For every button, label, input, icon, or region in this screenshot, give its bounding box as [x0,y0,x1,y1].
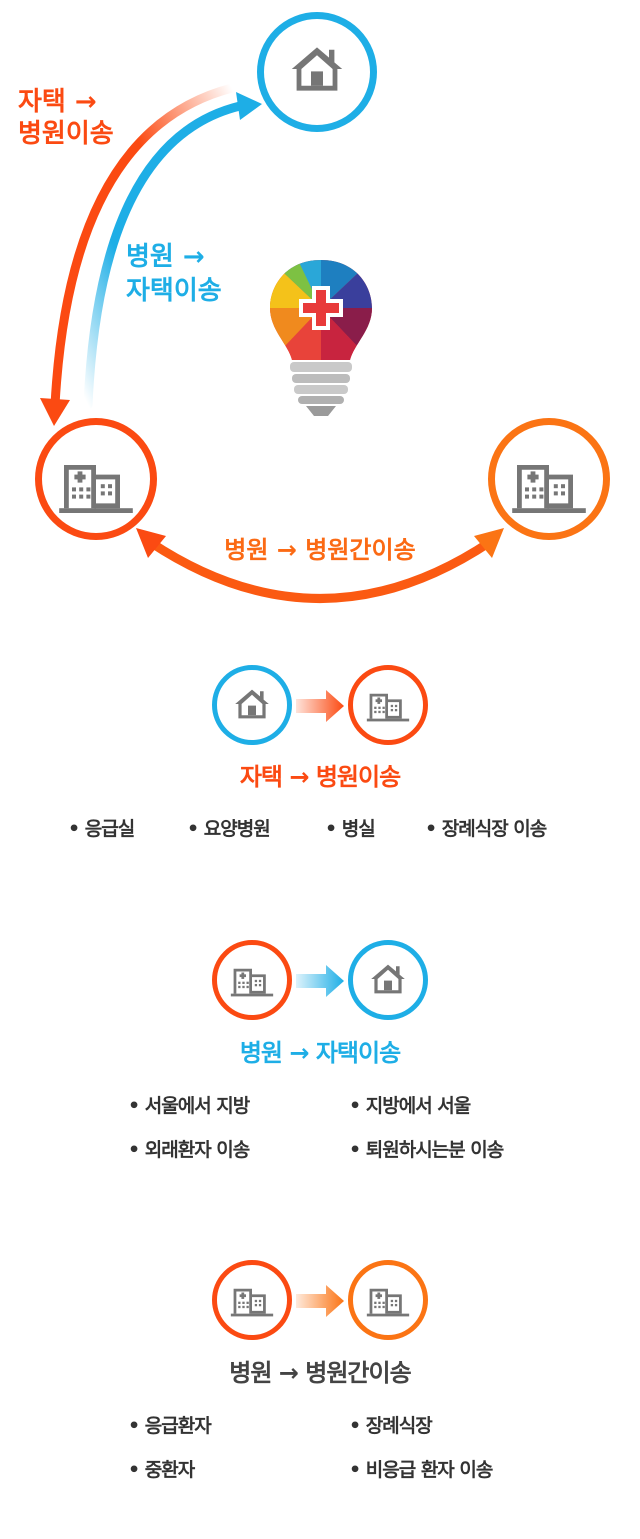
arrow-icon [296,690,344,722]
sec3-hospital-circle-right [348,1260,428,1340]
arrow-hospital-to-home [83,101,245,410]
house-icon [368,959,408,999]
sec1-hospital-circle [348,665,428,745]
home-circle [257,12,377,132]
list-item: 요양병원 [187,814,271,841]
sec1-title: 자택 → 병원이송 [239,763,401,791]
list-item: 중환자 [128,1455,195,1482]
arrow-icon [296,1285,344,1317]
sec2-title: 병원 → 자택이송 [239,1039,401,1067]
label-home-to-hospital-line2: 병원이송 [18,119,114,149]
hospital-icon [365,680,411,726]
lightbulb-medical-icon [270,260,372,416]
sec3-hospital-circle-left [212,1260,292,1340]
arrowhead-left [136,528,166,558]
transport-cycle-arrows [40,83,504,603]
hospital-circle-left [35,418,157,540]
list-item: 서울에서 지방 [128,1091,251,1118]
list-item: 장례식장 이송 [425,814,548,841]
hospital-icon [56,441,136,521]
arrowhead-right [474,528,504,558]
arrow-icon [296,965,344,997]
list-item: 비응급 환자 이송 [349,1455,494,1482]
list-item: 외래환자 이송 [128,1135,251,1162]
hospital-icon [229,1275,275,1321]
hospital-icon [229,955,275,1001]
hospital-circle-right [488,418,610,540]
list-item: 퇴원하시는분 이송 [349,1135,504,1162]
house-icon [287,39,347,99]
house-icon [232,684,272,724]
hospital-icon [509,441,589,521]
label-hospital-to-hospital: 병원 → 병원간이송 [224,536,416,564]
list-item: 응급환자 [128,1411,212,1438]
hospital-icon [365,1275,411,1321]
arrowhead-home-to-hospital [40,398,70,426]
label-hospital-to-home-line1: 병원 → [126,242,205,272]
sec2-hospital-circle [212,940,292,1020]
label-home-to-hospital: 자택 → 병원이송 [18,86,114,150]
sec2-home-circle [348,940,428,1020]
sec1-home-circle [212,665,292,745]
arrow-home-to-hospital [50,83,237,410]
list-item: 장례식장 [349,1411,433,1438]
list-item: 병실 [325,814,376,841]
list-item: 응급실 [68,814,135,841]
label-hospital-to-home-line2: 자택이송 [126,276,222,306]
label-hospital-to-home: 병원 → 자택이송 [126,240,222,308]
arrow-hospital-to-hospital [145,537,495,603]
sec3-title: 병원 → 병원간이송 [229,1359,411,1387]
label-home-to-hospital-line1: 자택 → [18,87,97,117]
list-item: 지방에서 서울 [349,1091,472,1118]
arrowhead-hospital-to-home [236,92,262,120]
